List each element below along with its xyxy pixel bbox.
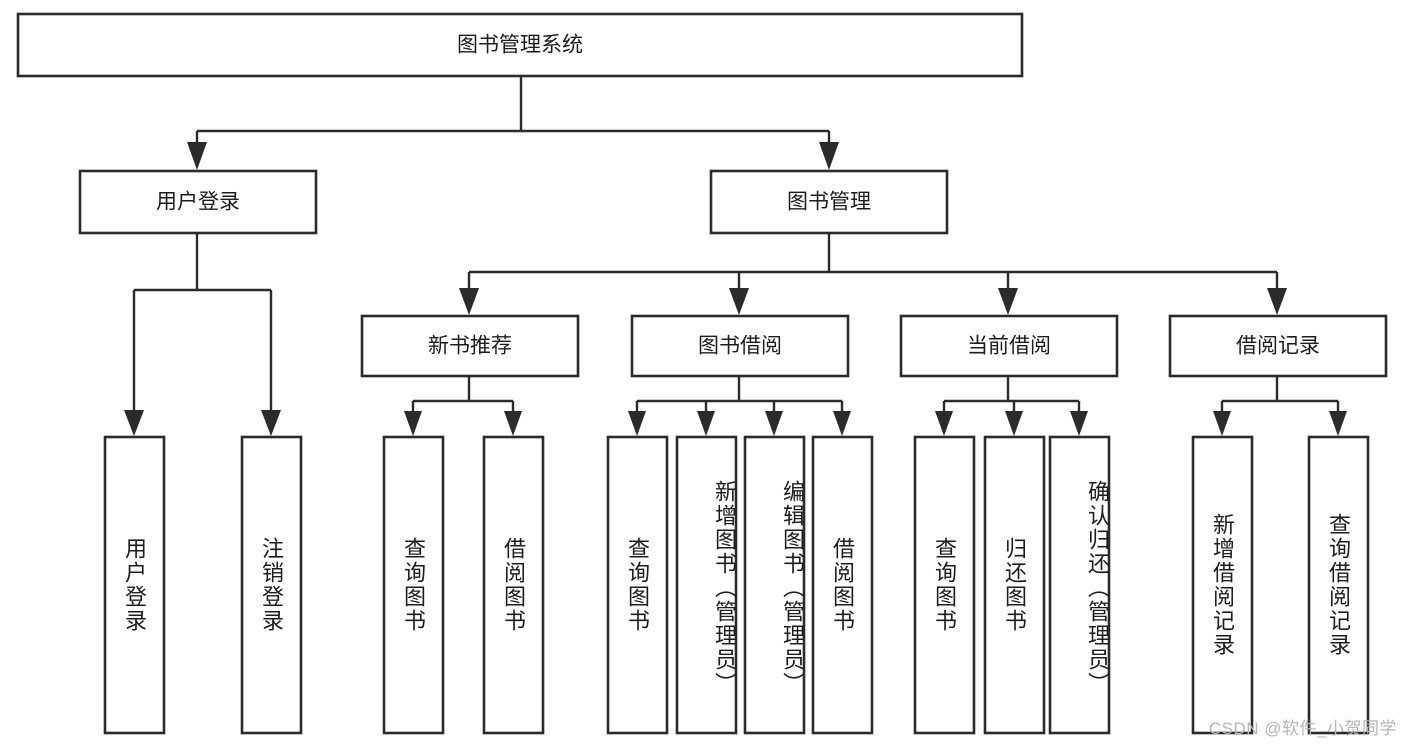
node-new-book-label: 新书推荐 — [428, 335, 512, 358]
arrow-icon-borrow — [729, 288, 749, 315]
node-leaf-confirm-return-admin[interactable] — [1048, 435, 1111, 735]
node-root[interactable] — [16, 12, 1024, 78]
nodes: 图书管理系统 用户登录 图书管理 新书推荐 图书借阅 当前借阅 借阅记录 — [16, 12, 1388, 735]
arrow-icon-newbook — [459, 288, 479, 315]
node-leaf-add-book-admin[interactable] — [675, 435, 738, 735]
node-borrow[interactable] — [630, 314, 850, 378]
node-user-login[interactable] — [78, 169, 318, 235]
watermark: CSDN @软件_小贺同学 — [1208, 719, 1397, 738]
arrow-icon-l6 — [697, 411, 715, 436]
arrow-icon-current — [998, 288, 1018, 315]
arrow-icon-l3 — [404, 411, 422, 436]
arrow-icon-userlogin — [187, 142, 207, 170]
node-current[interactable] — [899, 314, 1119, 378]
node-leaf-query-book-current[interactable] — [913, 435, 976, 735]
node-record[interactable] — [1168, 314, 1388, 378]
arrow-icon-l13 — [1329, 411, 1347, 436]
node-leaf-logout[interactable] — [240, 435, 303, 735]
arrow-icon-l12 — [1213, 411, 1231, 436]
arrow-icon-l10 — [1005, 411, 1023, 436]
node-leaf-borrow-book-newbook[interactable] — [482, 435, 545, 735]
node-leaf-borrow-book[interactable] — [811, 435, 874, 735]
node-current-label: 当前借阅 — [967, 335, 1051, 358]
node-leaf-user-login[interactable] — [103, 435, 166, 735]
arrow-icon-l8 — [833, 411, 851, 436]
node-record-label: 借阅记录 — [1236, 335, 1320, 358]
node-root-label: 图书管理系统 — [457, 34, 583, 57]
arrow-icon-l7 — [765, 411, 783, 436]
node-leaf-return-book[interactable] — [983, 435, 1046, 735]
arrow-icon-l2 — [261, 410, 281, 436]
node-book-mgmt-label: 图书管理 — [787, 191, 871, 214]
arrow-icon-l9 — [935, 411, 953, 436]
node-borrow-label: 图书借阅 — [698, 335, 782, 358]
node-leaf-edit-book-admin[interactable] — [743, 435, 806, 735]
arrow-icon-record — [1267, 288, 1287, 315]
node-leaf-add-record[interactable] — [1191, 435, 1254, 735]
arrow-icon-l4 — [504, 411, 522, 436]
arrow-icon-bookmgmt — [819, 142, 839, 170]
arrowheads — [124, 142, 1347, 436]
node-leaf-query-book-newbook[interactable] — [382, 435, 445, 735]
arrow-icon-l11 — [1070, 411, 1088, 436]
node-user-login-label: 用户登录 — [156, 191, 240, 214]
node-new-book[interactable] — [360, 314, 580, 378]
arrow-icon-l1 — [124, 410, 144, 436]
arrow-icon-l5 — [628, 411, 646, 436]
node-leaf-query-book-borrow[interactable] — [606, 435, 669, 735]
node-leaf-query-record[interactable] — [1307, 435, 1370, 735]
node-book-mgmt[interactable] — [709, 169, 949, 235]
